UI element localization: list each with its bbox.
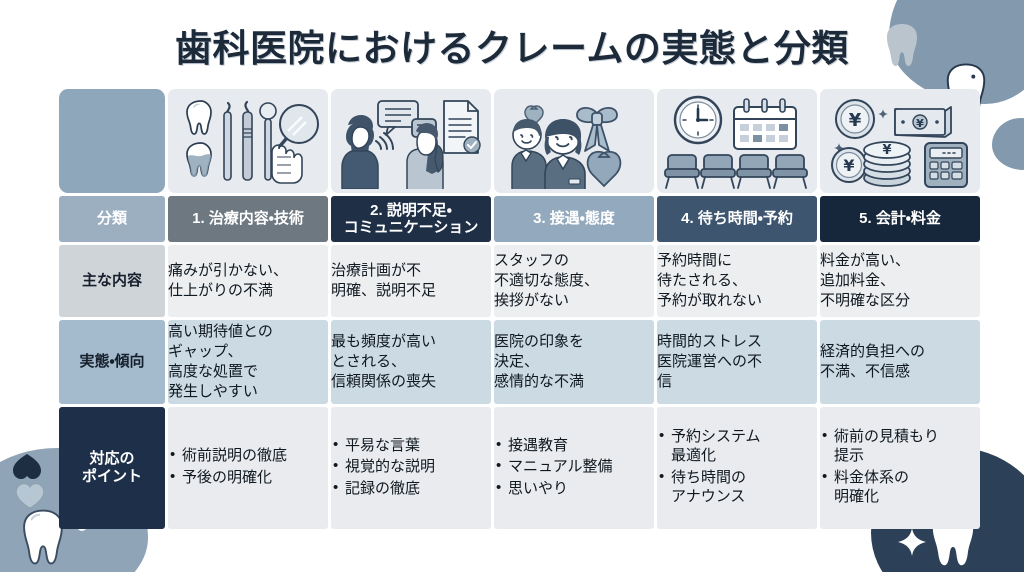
bullet-item: 視覚的な説明 — [333, 456, 491, 477]
header-row: 分類 1. 治療内容・技術 2. 説明不足・ コミュニケーション 3. 接遇・態… — [59, 196, 980, 242]
illustration-row: ¥ ¥ ¥ ¥ — [59, 89, 980, 193]
row-label-main-content: 主な内容 — [59, 245, 165, 317]
row-label-action-points: 対応の ポイント — [59, 407, 165, 529]
dental-tools-icon — [186, 100, 319, 184]
svg-text:¥: ¥ — [882, 143, 891, 158]
reality-row: 実態・傾向 高い期待値との ギャップ、 高度な処置で 発生しやすい 最も頻度が高… — [59, 320, 980, 404]
bullet-list-treatment: 術前説明の徹底予後の明確化 — [168, 445, 328, 488]
cell-main-waiting: 予約時間に 待たされる、 予約が取れない — [657, 245, 817, 317]
bullet-item: 思いやり — [496, 478, 654, 499]
heart-bottom-left-icon — [15, 482, 45, 510]
header-column-4[interactable]: 4. 待ち時間・予約 — [657, 196, 817, 242]
cell-reality-hospitality: 医院の印象を 決定、 感情的な不満 — [494, 320, 654, 404]
row-label-reality: 実態・傾向 — [59, 320, 165, 404]
illustration-cell-waiting — [657, 89, 817, 193]
bullet-list-billing: 術前の見積もり 提示料金体系の 明確化 — [820, 426, 980, 507]
clock-calendar-chairs-icon — [664, 95, 808, 189]
header-column-3[interactable]: 3. 接遇・態度 — [494, 196, 654, 242]
smiling-staff-hearts-icon — [511, 105, 622, 189]
bullet-list-hospitality: 接遇教育マニュアル整備思いやり — [494, 435, 654, 499]
header-column-1[interactable]: 1. 治療内容・技術 — [168, 196, 328, 242]
conversation-document-icon — [341, 100, 481, 189]
cell-reality-billing: 経済的負担への 不満、不信感 — [820, 320, 980, 404]
svg-text:¥: ¥ — [849, 110, 862, 131]
header-label-category: 分類 — [59, 196, 165, 242]
bullet-item: 料金体系の 明確化 — [822, 467, 980, 507]
cell-actions-hospitality: 接遇教育マニュアル整備思いやり — [494, 407, 654, 529]
sparkle-bottom-right-icon — [898, 528, 926, 556]
cell-reality-communication: 最も頻度が高い とされる、 信頼関係の喪失 — [331, 320, 491, 404]
bullet-list-communication: 平易な言葉視覚的な説明記録の徹底 — [331, 435, 491, 499]
heart-bottom-left-dark-icon — [13, 454, 41, 479]
header-column-5[interactable]: 5. 会計・料金 — [820, 196, 980, 242]
cell-main-communication: 治療計画が不 明確、説明不足 — [331, 245, 491, 317]
bullet-item: 術前説明の徹底 — [170, 445, 328, 466]
bullet-item: マニュアル整備 — [496, 456, 654, 477]
page-title: 歯科医院におけるクレームの実態と分類 — [175, 28, 849, 69]
bullet-item: 接遇教育 — [496, 435, 654, 456]
illustration-cell-hospitality — [494, 89, 654, 193]
cell-reality-waiting: 時間的ストレス 医院運営への不 信 — [657, 320, 817, 404]
cell-actions-communication: 平易な言葉視覚的な説明記録の徹底 — [331, 407, 491, 529]
cell-actions-billing: 術前の見積もり 提示料金体系の 明確化 — [820, 407, 980, 529]
svg-text:¥: ¥ — [843, 156, 854, 175]
claims-matrix: ¥ ¥ ¥ ¥ — [56, 86, 980, 532]
bullet-item: 術前の見積もり 提示 — [822, 426, 980, 466]
cell-reality-treatment: 高い期待値との ギャップ、 高度な処置で 発生しやすい — [168, 320, 328, 404]
cell-actions-treatment: 術前説明の徹底予後の明確化 — [168, 407, 328, 529]
yen-money-calculator-icon: ¥ ¥ ¥ ¥ — [831, 99, 968, 188]
cell-actions-waiting: 予約システム 最適化待ち時間の アナウンス — [657, 407, 817, 529]
blob-top-right-small — [992, 118, 1024, 170]
matrix-table: ¥ ¥ ¥ ¥ — [56, 86, 983, 532]
action-points-row: 対応の ポイント 術前説明の徹底予後の明確化 平易な言葉視覚的な説明記録の徹底 … — [59, 407, 980, 529]
illustration-cell-treatment — [168, 89, 328, 193]
illustration-label-spacer — [59, 89, 165, 193]
main-content-row: 主な内容 痛みが引かない、 仕上がりの不満 治療計画が不 明確、説明不足 スタッ… — [59, 245, 980, 317]
illustration-cell-communication — [331, 89, 491, 193]
cell-main-treatment: 痛みが引かない、 仕上がりの不満 — [168, 245, 328, 317]
bullet-item: 記録の徹底 — [333, 478, 491, 499]
cell-main-billing: 料金が高い、 追加料金、 不明確な区分 — [820, 245, 980, 317]
svg-text:¥: ¥ — [916, 117, 924, 130]
header-column-2[interactable]: 2. 説明不足・ コミュニケーション — [331, 196, 491, 242]
cell-main-hospitality: スタッフの 不適切な態度、 挨拶がない — [494, 245, 654, 317]
bullet-item: 予後の明確化 — [170, 467, 328, 488]
illustration-cell-billing: ¥ ¥ ¥ ¥ — [820, 89, 980, 193]
bullet-item: 平易な言葉 — [333, 435, 491, 456]
bullet-item: 予約システム 最適化 — [659, 426, 817, 466]
bullet-item: 待ち時間の アナウンス — [659, 467, 817, 507]
bullet-list-waiting: 予約システム 最適化待ち時間の アナウンス — [657, 426, 817, 507]
